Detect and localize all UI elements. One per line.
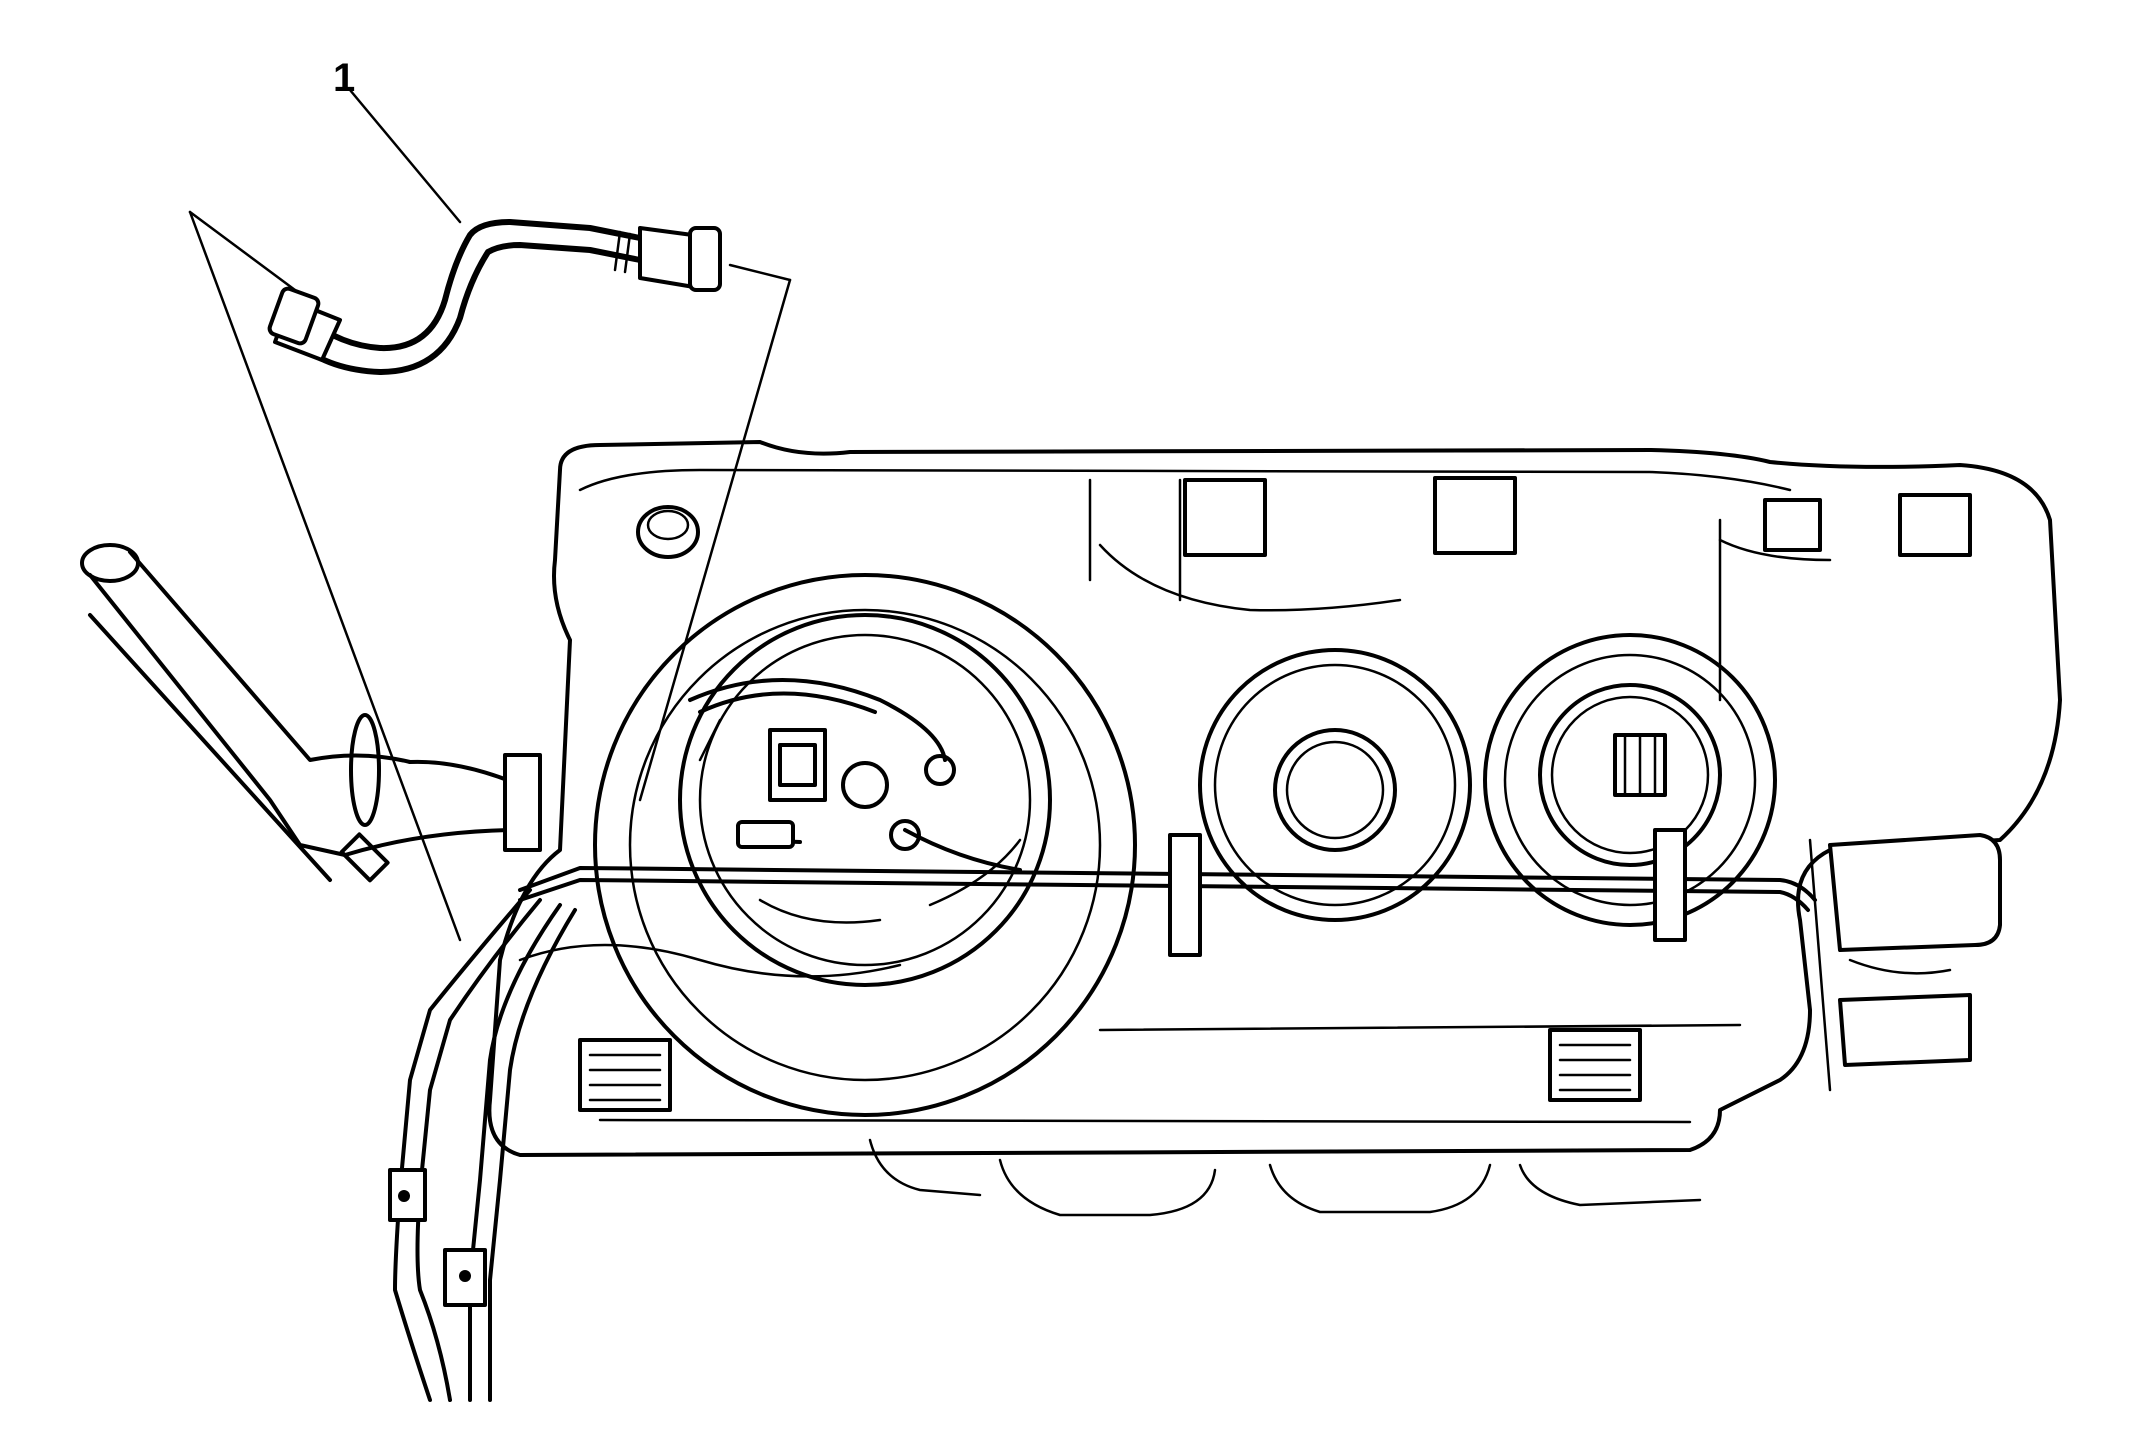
filler-neck-cap: [636, 505, 700, 559]
underbody-fuel-lines: [388, 888, 577, 1402]
fuel-level-sender-module: [1483, 633, 1777, 927]
fuel-feed-line: [518, 828, 1817, 957]
fuel-pump-module: [593, 573, 1137, 1117]
callout-label-1: 1: [333, 56, 356, 100]
fuel-filler-pipe: [80, 543, 542, 883]
fuel-feed-hose-part: [267, 219, 722, 375]
fuel-tank-body: [487, 440, 2062, 1217]
tank-mounting-pads: [578, 476, 1972, 1112]
evap-canister: [1808, 833, 2002, 1092]
callout-leader-lines: [188, 88, 792, 942]
center-access-port: [1198, 648, 1472, 922]
